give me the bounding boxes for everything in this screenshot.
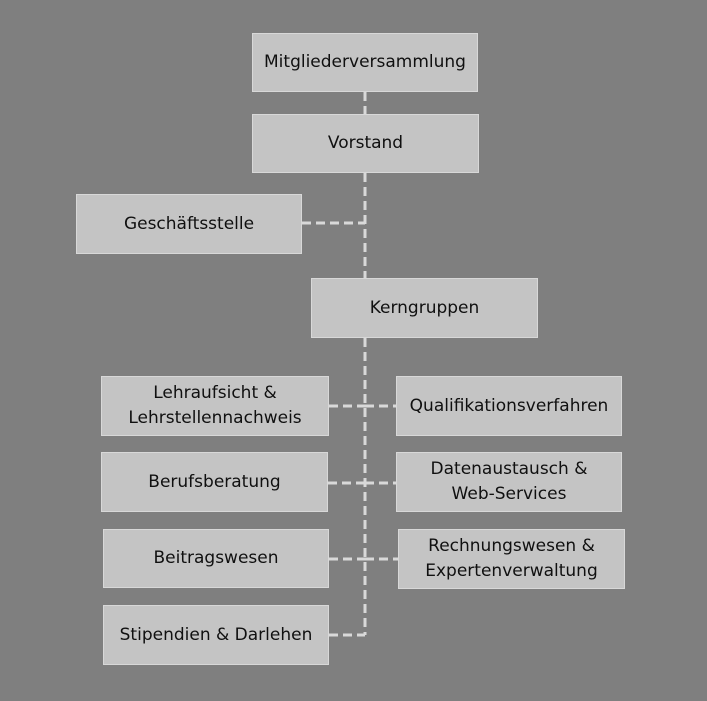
node-beitragswesen: Beitragswesen	[103, 529, 329, 588]
node-kerngruppen: Kerngruppen	[311, 278, 538, 338]
node-geschaeftsstelle: Geschäftsstelle	[76, 194, 302, 254]
node-vorstand: Vorstand	[252, 114, 479, 173]
node-datenaustausch-web-services: Datenaustausch & Web-Services	[396, 452, 622, 512]
node-qualifikationsverfahren: Qualifikationsverfahren	[396, 376, 622, 436]
node-mitgliederversammlung: Mitgliederversammlung	[252, 33, 478, 92]
node-lehraufsicht-lehrstellennachweis: Lehraufsicht & Lehrstellennachweis	[101, 376, 329, 436]
node-stipendien-darlehen: Stipendien & Darlehen	[103, 605, 329, 665]
node-berufsberatung: Berufsberatung	[101, 452, 328, 512]
node-rechnungswesen-expertenverwaltung: Rechnungswesen & Expertenverwaltung	[398, 529, 625, 589]
